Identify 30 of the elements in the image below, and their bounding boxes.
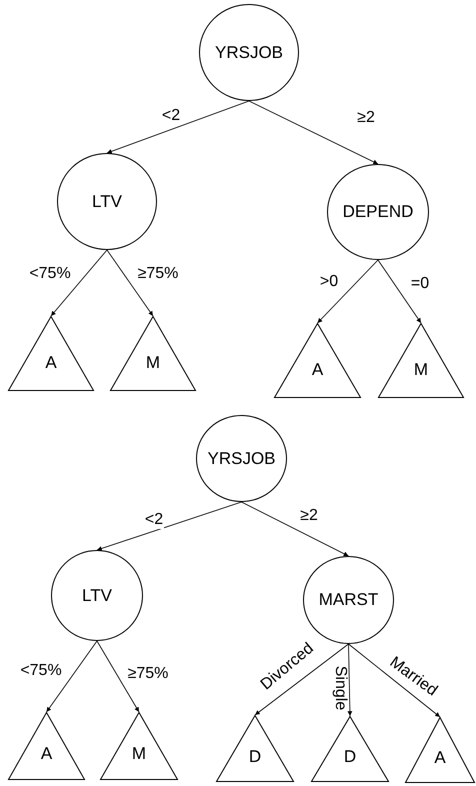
class-label: A (44, 352, 58, 372)
class-label: A (310, 360, 324, 380)
class-label: M (144, 352, 162, 372)
class-label: A (40, 744, 54, 764)
class-label: M (412, 360, 430, 380)
class-label: D (342, 746, 358, 767)
arrow (96, 502, 242, 551)
arrow (106, 250, 154, 316)
arrow (50, 250, 108, 316)
arrow (317, 260, 378, 324)
class-label: M (130, 744, 148, 764)
arrow (348, 644, 440, 718)
attribute-label: DEPEND (342, 202, 414, 222)
attribute-label: YRSJOB (206, 448, 277, 468)
edge-label: Single (331, 664, 349, 712)
arrow (254, 644, 349, 716)
attribute-label: MARST (318, 590, 380, 610)
attribute-label: LTV (81, 586, 113, 606)
edge-label: <2 (144, 511, 164, 529)
arrow (348, 644, 352, 716)
class-label: D (248, 746, 262, 767)
arrow (106, 100, 250, 154)
attribute-label: YRSJOB (214, 42, 284, 62)
arrow (46, 640, 98, 712)
attribute-label: LTV (91, 192, 123, 212)
arrow (378, 260, 422, 324)
arrow (96, 640, 140, 712)
arrow (248, 100, 378, 164)
arrow (241, 502, 349, 556)
class-label: A (433, 748, 447, 768)
